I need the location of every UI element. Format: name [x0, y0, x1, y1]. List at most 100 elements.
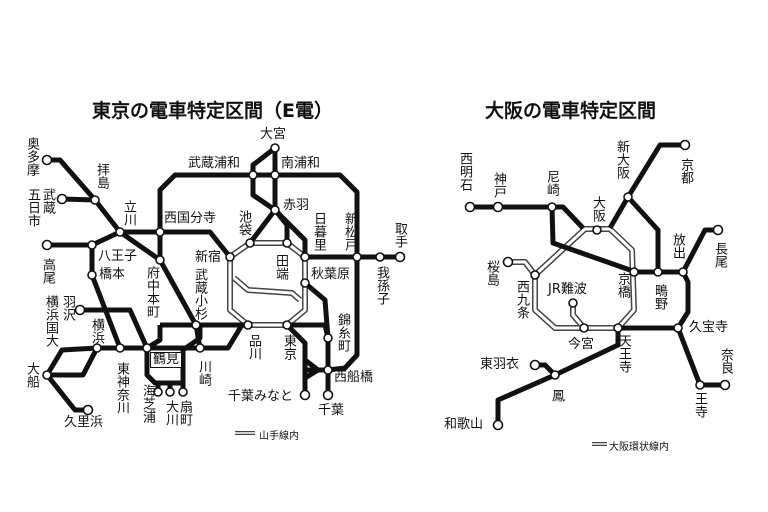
station-shigino — [653, 267, 663, 277]
station-akihabara — [300, 278, 310, 288]
yamanote-loop — [227, 240, 308, 328]
label-nishifunabashi: 西船橋 — [334, 370, 374, 385]
tokyo-stations — [41, 143, 406, 416]
station-kyoto — [679, 139, 691, 151]
tokyo-map-title: 東京の電車特定区間（E電） — [92, 100, 333, 122]
station-musashi-itsukaichi — [56, 193, 68, 205]
label-haijima: 拝島 — [94, 163, 109, 189]
label-shinosaka: 新大阪 — [614, 140, 629, 179]
station-musashiurawa — [248, 170, 258, 180]
station-okawa — [165, 387, 175, 397]
label-shinagawa: 品川 — [246, 334, 261, 360]
station-akabane — [270, 205, 280, 215]
label-musashiurawa: 武蔵浦和 — [188, 156, 241, 171]
label-hachioji: 八王子 — [98, 249, 138, 264]
station-wakayama — [492, 419, 504, 431]
station-abiko — [375, 252, 385, 262]
label-chibaminato: 千葉みなと — [228, 389, 294, 404]
label-kyoto: 京都 — [678, 158, 693, 184]
label-osaka: 大阪 — [590, 196, 605, 222]
label-akabane: 赤羽 — [283, 198, 310, 213]
label-umishibaura: 海芝浦 — [140, 384, 155, 423]
osaka-lines — [470, 142, 725, 425]
label-yokohama: 横浜 — [89, 318, 104, 344]
station-haijima — [90, 195, 100, 205]
station-takao — [41, 239, 53, 251]
label-ikebukuro: 池袋 — [236, 210, 251, 236]
station-hachioji — [87, 240, 97, 250]
station-okutama — [41, 154, 53, 166]
station-toride — [394, 251, 406, 263]
label-akihabara: 秋葉原 — [311, 267, 351, 282]
station-chibaminato — [299, 389, 311, 401]
label-kyuhoji: 久宝寺 — [689, 320, 729, 335]
station-higashikanagawa — [115, 343, 125, 353]
label-fuchuhommachi: 府中本町 — [144, 266, 159, 318]
label-kyobashi: 京橋 — [615, 272, 630, 298]
station-nara — [719, 379, 731, 391]
label-musashi-itsukaichi-2: 五日市 — [25, 188, 40, 227]
station-shinosaka — [623, 192, 633, 202]
station-oji — [695, 380, 705, 390]
osaka-map-title: 大阪の電車特定区間 — [485, 100, 657, 122]
station-omiya — [270, 143, 280, 153]
label-nishikokubunji: 西国分寺 — [164, 211, 217, 226]
station-ofuna — [42, 370, 52, 380]
label-minamiurawa: 南浦和 — [281, 156, 321, 171]
station-shinagawa — [243, 320, 253, 330]
station-amagasaki — [547, 202, 557, 212]
label-shinmatsudo: 新松戸 — [342, 212, 357, 251]
station-osaka — [592, 225, 602, 235]
label-musashikosugi: 武蔵小杉 — [192, 268, 207, 320]
station-jrnamba — [568, 298, 578, 308]
station-kyobashi — [629, 267, 639, 277]
osaka-stations — [464, 139, 731, 431]
station-kobe — [492, 201, 504, 213]
station-nishifunabashi — [323, 365, 333, 375]
station-sakurajima — [502, 256, 514, 268]
label-abiko: 我孫子 — [374, 266, 389, 305]
station-hazawa — [74, 304, 86, 316]
station-tennoji — [613, 323, 623, 333]
station-umishibaura — [153, 387, 163, 397]
station-hashimoto — [87, 270, 97, 280]
station-ogimachi — [178, 387, 188, 397]
label-tsurumi: 鶴見 — [150, 352, 183, 368]
label-musashi-itsukaichi-1: 武蔵 — [40, 188, 55, 214]
label-sakurajima: 桜島 — [484, 260, 499, 286]
station-fuchuhommachi — [155, 255, 165, 265]
label-hazawa-1: 羽沢 — [60, 295, 75, 321]
station-tokyo — [282, 320, 292, 330]
osaka-legend: 大阪環状線内 — [609, 442, 669, 453]
label-tachikawa: 立川 — [121, 200, 136, 226]
label-nishiakashi: 西明石 — [457, 152, 472, 191]
label-hashimoto: 橋本 — [99, 267, 126, 282]
label-tennoji: 天王寺 — [616, 334, 631, 373]
label-kobe: 神戸 — [491, 172, 506, 198]
label-omiya: 大宮 — [260, 127, 287, 142]
label-hanaten: 放出 — [670, 233, 685, 259]
label-hazawa-2: 横浜国大 — [43, 295, 58, 347]
label-nishikujo: 西九条 — [514, 280, 529, 319]
station-tabata — [282, 238, 292, 248]
station-chiba — [322, 389, 334, 401]
station-nishikujo — [530, 270, 540, 280]
tokyo-legend: 山手線内 — [259, 431, 299, 442]
label-imamiya: 今宮 — [568, 337, 595, 352]
station-yokohama — [92, 343, 102, 353]
label-takao: 高尾 — [40, 258, 55, 284]
station-ikebukuro — [245, 238, 255, 248]
label-kawasaki: 川崎 — [196, 360, 211, 386]
label-chiba: 千葉 — [318, 403, 345, 418]
label-wakayama: 和歌山 — [444, 417, 484, 432]
label-kurihama: 久里浜 — [64, 415, 104, 430]
station-nagao — [712, 224, 724, 236]
station-kurihama — [82, 404, 94, 416]
label-higashihagoromo: 東羽衣 — [480, 357, 520, 372]
station-shinjuku — [225, 252, 235, 262]
label-nagao: 長尾 — [712, 242, 727, 268]
station-tsurumi — [142, 343, 152, 353]
label-otori: 鳳 — [549, 389, 564, 402]
label-amagasaki: 尼崎 — [544, 170, 559, 196]
